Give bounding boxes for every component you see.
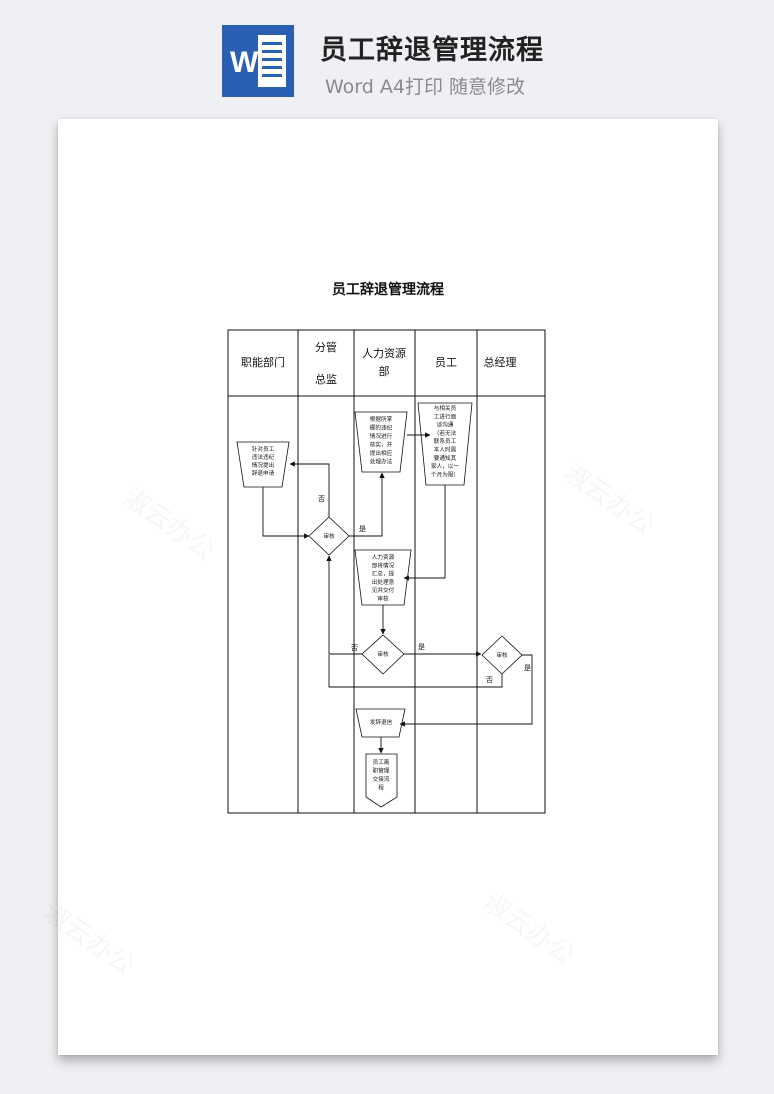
column-header-gm: 总经理 [484, 355, 517, 369]
word-logo-letter: W [230, 46, 259, 79]
header-title: 员工辞退管理流程 [320, 35, 544, 66]
label-yes-1: 是 [359, 525, 366, 533]
node-text-line: 员工离 [373, 758, 390, 766]
node-text-line: 提出相应 [370, 449, 393, 457]
node-text-line: 交接流 [373, 775, 390, 783]
flowchart: 职能部门 分管 总监 人力资源 部 员工 总经理 [227, 329, 546, 814]
review1-text: 审核 [323, 532, 335, 540]
node-text-line: 家人，以一 [431, 462, 459, 470]
node-employee-talk [417, 402, 473, 486]
edge-review3-no [328, 655, 503, 688]
node-text-line: 职管理 [373, 767, 390, 775]
employee-talk-text: 与相关员工进行面谈沟通（若无法联系员工本人时需要通知其家人，以一个月为限） [431, 404, 459, 478]
node-text-line: 违法违纪 [252, 453, 275, 461]
node-text-line: 联系员工 [434, 437, 457, 445]
node-text-line: 人力资源 [372, 553, 395, 561]
review2-text: 审核 [377, 650, 389, 658]
node-review-2 [361, 634, 405, 675]
column-header-hr-line2: 部 [379, 364, 390, 378]
edge-apply-to-review1 [262, 487, 310, 539]
edge-review2-no [326, 555, 362, 655]
node-text-line: 情况提出 [252, 461, 274, 469]
node-text-line: 握的违纪 [370, 424, 393, 432]
node-hr-investigate [354, 411, 408, 473]
label-no-2: 否 [351, 644, 358, 652]
label-yes-2: 是 [418, 643, 425, 651]
column-header-vp-line1: 分管 [315, 340, 337, 354]
edge-employee-to-summary [403, 485, 446, 581]
review3-text: 审核 [496, 651, 508, 659]
edge-review1-no [289, 461, 330, 517]
edge-review3-yes [399, 654, 533, 727]
node-dept-apply [236, 441, 290, 488]
exit-process-text: 员工离职管理交接流程 [373, 758, 390, 792]
edge-review1-yes [349, 472, 385, 537]
document-page: 员工辞退管理流程 淑云办公 淑云办公 淑云办公 淑云办公 职能部门 分管 总监 … [58, 119, 718, 1055]
header-bar: W 员工辞退管理流程 Word A4打印 随意修改 [0, 0, 774, 112]
node-text-line: 要通知其 [434, 454, 457, 462]
node-text-line: 汇总，提 [372, 570, 395, 578]
node-text-line: （若无法 [434, 429, 457, 437]
label-no-3: 否 [486, 676, 493, 684]
swimlane-grid [227, 329, 546, 814]
label-no-1: 否 [318, 495, 325, 503]
label-yes-3: 是 [524, 664, 531, 672]
hr-investigate-text: 根据所掌握的违纪情况进行核实，并提出相应处理办法 [370, 415, 393, 466]
header-subtitle: Word A4打印 随意修改 [325, 76, 526, 98]
node-text-line: 与相关员 [434, 404, 457, 412]
node-text-line: 审核 [377, 595, 389, 603]
node-text-line: 部将情况 [372, 561, 395, 569]
node-issue-notice [355, 708, 406, 738]
node-text-line: 程 [378, 784, 384, 792]
node-hr-summary [354, 549, 412, 606]
word-logo-icon: W [222, 25, 294, 97]
node-text-line: 出处理意 [372, 578, 395, 586]
node-text-line: 情况进行 [370, 432, 393, 440]
column-header-hr-line1: 人力资源 [362, 346, 406, 360]
dept-apply-text: 针对员工违法违纪情况提出辞退申请 [252, 445, 275, 477]
node-text-line: 谈沟通 [437, 421, 454, 429]
node-text-line: 辞退申请 [252, 469, 275, 477]
node-text-line: 见并交付 [372, 586, 395, 594]
issue-notice-text: 发辞退信 [370, 718, 393, 726]
node-review-1 [308, 516, 350, 556]
node-text-line: 工进行面 [434, 412, 457, 420]
node-text-line: 本人时需 [434, 446, 457, 454]
node-exit-process [365, 753, 398, 808]
node-text-line: 个月为限） [431, 470, 459, 478]
node-text-line: 针对员工 [252, 445, 275, 453]
node-text-line: 核实，并 [370, 441, 393, 449]
column-header-employee: 员工 [435, 356, 457, 369]
hr-summary-text: 人力资源部将情况汇总，提出处理意见并交付审核 [372, 553, 395, 603]
node-text-line: 处理办法 [370, 458, 393, 466]
node-text-line: 根据所掌 [370, 415, 393, 423]
column-header-vp-line2: 总监 [315, 372, 337, 386]
document-title: 员工辞退管理流程 [332, 282, 444, 298]
column-header-functional-dept: 职能部门 [241, 355, 285, 369]
